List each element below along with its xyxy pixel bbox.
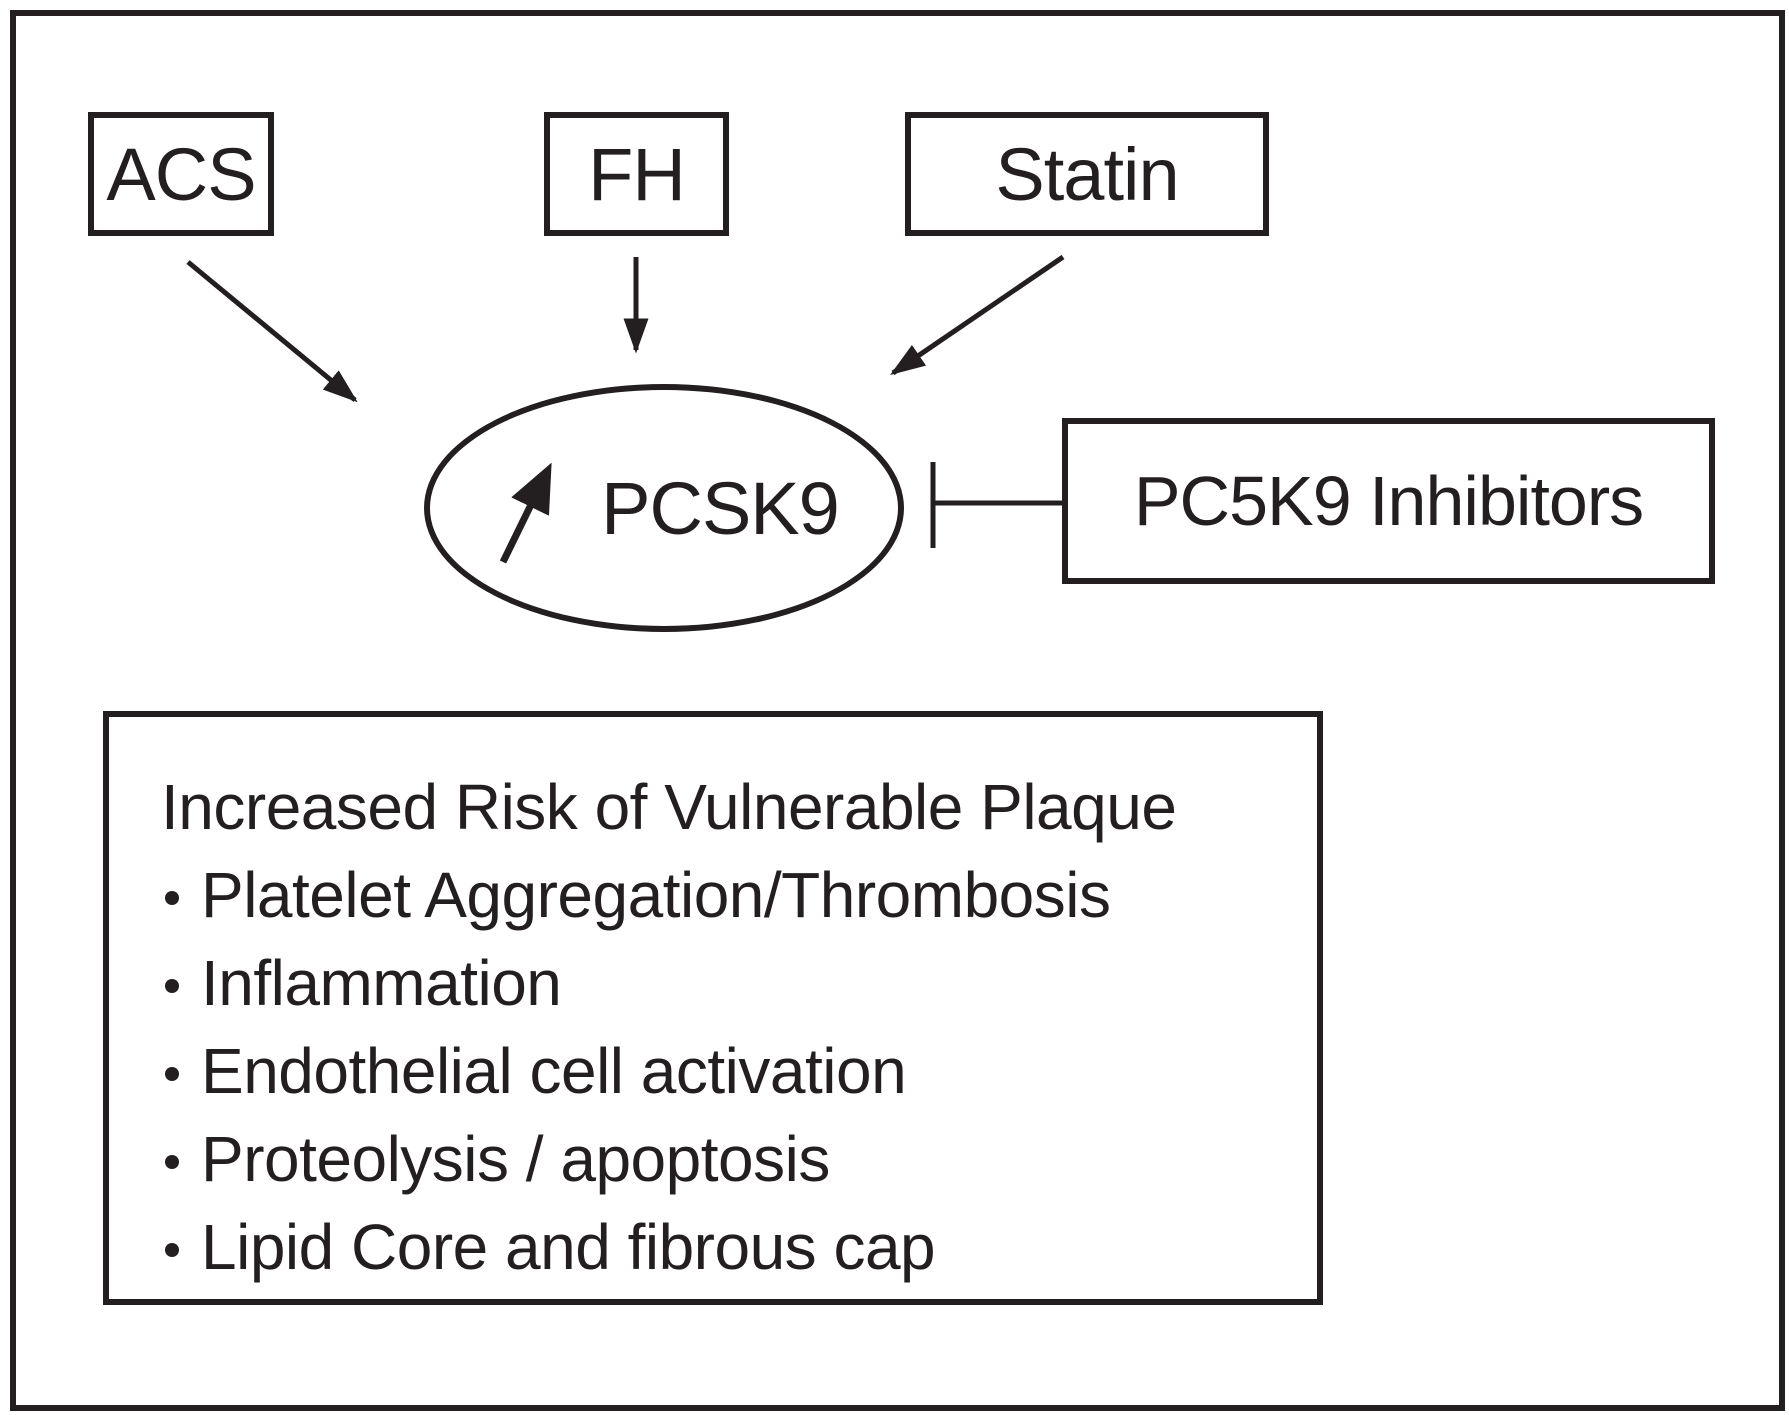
node-pcsk9: PCSK9 [424,384,904,632]
risk-box: Increased Risk of Vulnerable Plaque Plat… [103,711,1323,1305]
figure-border [10,10,1785,1411]
acs-label: ACS [106,132,256,216]
node-pc5k9-inhibitors: PC5K9 Inhibitors [1062,418,1715,584]
node-acs: ACS [88,112,274,236]
node-statin: Statin [905,112,1269,236]
increase-arrow-icon [500,462,552,564]
risk-item: Proteolysis / apoptosis [161,1115,1297,1203]
pc5k9-inhibitors-label: PC5K9 Inhibitors [1133,462,1644,540]
risk-list: Platelet Aggregation/Thrombosis Inflamma… [161,851,1297,1291]
risk-item: Endothelial cell activation [161,1027,1297,1115]
fh-label: FH [588,132,686,216]
pcsk9-label: PCSK9 [601,466,840,550]
risk-item: Inflammation [161,939,1297,1027]
risk-item: Lipid Core and fibrous cap [161,1203,1297,1291]
statin-label: Statin [995,132,1179,216]
node-fh: FH [544,112,729,236]
risk-item: Platelet Aggregation/Thrombosis [161,851,1297,939]
risk-box-title: Increased Risk of Vulnerable Plaque [161,771,1177,843]
